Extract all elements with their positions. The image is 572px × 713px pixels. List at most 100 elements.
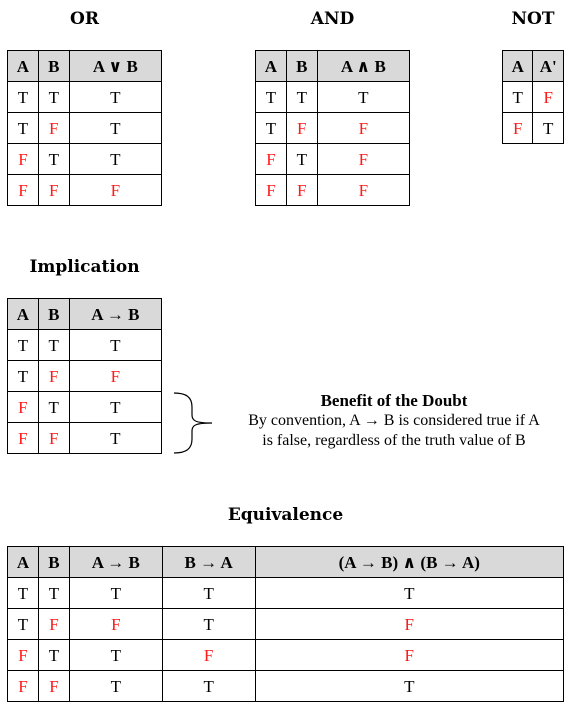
truth-value-cell: T <box>501 81 534 113</box>
truth-value-cell: T <box>255 112 287 144</box>
truth-value-cell: T <box>68 422 163 454</box>
truth-value-cell: T <box>532 112 564 144</box>
column-header: A <box>501 50 534 82</box>
column-header: A → B <box>68 298 163 330</box>
note-title: Benefit of the Doubt <box>320 391 468 410</box>
truth-value-cell: F <box>254 608 565 640</box>
truth-value-cell: T <box>37 577 70 609</box>
column-header: A ∨ B <box>68 50 163 82</box>
truth-value-cell: F <box>37 174 70 206</box>
column-header: A ∧ B <box>316 50 411 82</box>
truth-value-cell: T <box>161 577 256 609</box>
truth-value-cell: T <box>7 81 39 113</box>
truth-value-cell: F <box>7 422 39 454</box>
column-header: B <box>285 50 318 82</box>
note-line-1: By convention, A → B is considered true … <box>248 412 540 429</box>
column-header: A → B <box>68 546 163 578</box>
truth-value-cell: T <box>68 81 163 113</box>
truth-value-cell: F <box>7 391 39 423</box>
truth-value-cell: F <box>37 608 70 640</box>
implication-title: Implication <box>29 257 140 277</box>
truth-value-cell: T <box>7 329 39 361</box>
or-title: OR <box>70 9 99 29</box>
and-title: AND <box>310 9 355 29</box>
equivalence-title: Equivalence <box>227 505 344 525</box>
column-header: A <box>7 546 39 578</box>
truth-value-cell: F <box>316 143 411 175</box>
truth-value-cell: T <box>7 112 39 144</box>
benefit-of-doubt-note: Benefit of the Doubt By convention, A → … <box>224 391 564 451</box>
truth-value-cell: T <box>68 639 163 671</box>
truth-value-cell: T <box>68 112 163 144</box>
truth-value-cell: T <box>7 360 39 392</box>
column-header: B → A <box>161 546 256 578</box>
truth-value-cell: T <box>161 608 256 640</box>
truth-value-cell: F <box>7 639 39 671</box>
column-header: A <box>7 298 39 330</box>
truth-value-cell: T <box>68 670 163 702</box>
truth-value-cell: T <box>68 391 163 423</box>
truth-value-cell: F <box>501 112 534 144</box>
truth-value-cell: F <box>316 112 411 144</box>
truth-value-cell: T <box>68 143 163 175</box>
truth-value-cell: T <box>254 577 565 609</box>
truth-value-cell: F <box>161 639 256 671</box>
truth-value-cell: F <box>255 174 287 206</box>
truth-value-cell: F <box>532 81 564 113</box>
column-header: A' <box>532 50 564 82</box>
truth-value-cell: T <box>37 639 70 671</box>
truth-value-cell: F <box>7 174 39 206</box>
truth-value-cell: T <box>37 143 70 175</box>
truth-value-cell: T <box>7 577 39 609</box>
truth-value-cell: F <box>37 360 70 392</box>
truth-value-cell: F <box>68 360 163 392</box>
truth-value-cell: F <box>285 112 318 144</box>
truth-value-cell: F <box>68 174 163 206</box>
column-header: B <box>37 546 70 578</box>
column-header: A <box>7 50 39 82</box>
truth-value-cell: T <box>37 329 70 361</box>
not-title: NOT <box>511 9 555 29</box>
truth-value-cell: F <box>68 608 163 640</box>
note-line-2: is false, regardless of the truth value … <box>262 432 526 449</box>
truth-value-cell: T <box>161 670 256 702</box>
truth-value-cell: F <box>37 670 70 702</box>
truth-value-cell: F <box>254 639 565 671</box>
truth-value-cell: T <box>68 577 163 609</box>
curly-brace-icon <box>173 392 213 454</box>
truth-value-cell: T <box>285 143 318 175</box>
truth-value-cell: F <box>7 670 39 702</box>
truth-value-cell: T <box>254 670 565 702</box>
truth-value-cell: F <box>37 112 70 144</box>
truth-value-cell: T <box>68 329 163 361</box>
truth-value-cell: F <box>255 143 287 175</box>
column-header: B <box>37 298 70 330</box>
column-header: A <box>255 50 287 82</box>
truth-value-cell: T <box>37 81 70 113</box>
truth-value-cell: T <box>37 391 70 423</box>
